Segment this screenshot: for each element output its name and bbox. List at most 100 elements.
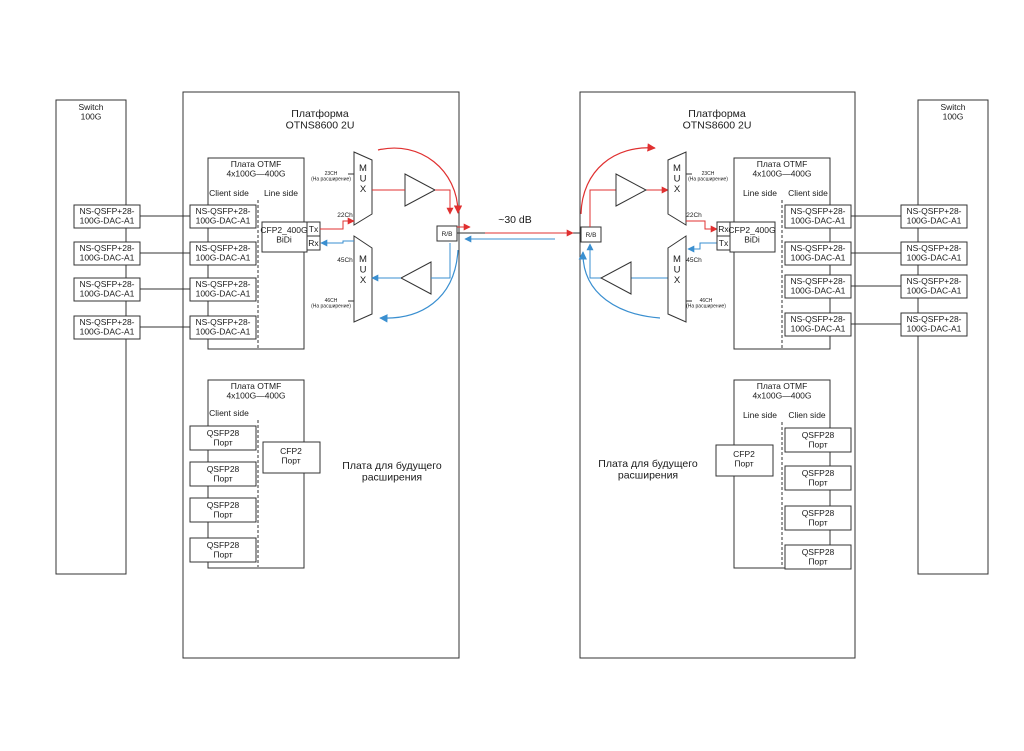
right-cfp2-port: [715, 444, 774, 477]
right-cfp2-bidi-label-line: CFP2_400G: [728, 225, 775, 235]
left-tx-to-mux: [320, 217, 355, 230]
right-cfp2-port-label-line: CFP2: [733, 449, 755, 459]
right-board-dac-3-label: NS-QSFP+28-100G-DAC-A1: [790, 276, 845, 295]
left-tx-label: Tx: [309, 224, 319, 234]
right-board-dac-1-label-line: 100G-DAC-A1: [791, 215, 846, 225]
right-switch-dac-2-label-line: NS-QSFP+28-: [906, 243, 961, 253]
left-cfp2-bidi: [261, 221, 308, 253]
right-board-dac-2-label-line: NS-QSFP+28-: [790, 243, 845, 253]
left-cfp2-port-label-line: CFP2: [280, 446, 302, 456]
right-switch-label-line: 100G: [943, 111, 964, 121]
left-switch-dac-2-label: NS-QSFP+28-100G-DAC-A1: [79, 243, 134, 262]
left-board-1-line-side: Line side: [264, 188, 298, 198]
right-switch-dac-3-label-line: 100G-DAC-A1: [907, 285, 962, 295]
left-expansion-label-line: расширения: [362, 472, 422, 484]
left-rx-port: [306, 235, 321, 251]
left-ch23-label-line: 23CH: [325, 171, 338, 177]
left-mux-upper-label-line: U: [360, 173, 367, 184]
attenuation-label: ~30 dB: [498, 214, 532, 226]
right-qsfp-3: [784, 505, 852, 531]
left-switch-dac-1-label-line: NS-QSFP+28-: [79, 206, 134, 216]
left-mux-lower: [353, 235, 373, 323]
right-mux-to-rx: [686, 220, 718, 233]
left-ch45-label: 45Ch: [337, 257, 353, 264]
left-qsfp-2-label-line: QSFP28: [207, 464, 240, 474]
right-qsfp-2: [784, 465, 852, 491]
left-red-arc: [377, 147, 463, 214]
left-dac-links: NS-QSFP+28-100G-DAC-A1 NS-QSFP+28-100G-D…: [73, 204, 257, 340]
right-rx-label: Rx: [718, 224, 729, 234]
right-board-dac-3-label-line: 100G-DAC-A1: [791, 285, 846, 295]
right-board-2-clien-side: Clien side: [788, 410, 826, 420]
right-board-dac-3-label-line: NS-QSFP+28-: [790, 276, 845, 286]
right-switch-dac-1-label: NS-QSFP+28-100G-DAC-A1: [906, 206, 961, 225]
left-qsfp-3-label-line: Порт: [213, 509, 232, 519]
right-red-path-1: [589, 189, 616, 227]
right-tx-label: Tx: [719, 238, 729, 248]
right-switch-dac-2-label: NS-QSFP+28-100G-DAC-A1: [906, 243, 961, 262]
left-mux-upper: [353, 151, 373, 226]
left-board-dac-1-label: NS-QSFP+28-100G-DAC-A1: [195, 206, 250, 225]
left-board-dac-1-label-line: NS-QSFP+28-: [195, 206, 250, 216]
left-cfp2-port: [262, 441, 321, 474]
left-board-dac-4-label: NS-QSFP+28-100G-DAC-A1: [195, 317, 250, 336]
right-mux-lower-label-line: U: [674, 264, 681, 275]
right-mux-upper-label-line: M: [673, 163, 681, 174]
left-switch-dac-3-label: NS-QSFP+28-100G-DAC-A1: [79, 279, 134, 298]
right-amplifier-tx: [615, 173, 648, 207]
left-board-2-title-line: Плата OTMF: [231, 381, 282, 391]
left-switch-dac-3-label-line: 100G-DAC-A1: [80, 288, 135, 298]
left-board-1-title-line: Плата OTMF: [231, 159, 282, 169]
left-platform-title-line: Платформа: [291, 108, 349, 120]
right-switch-dac-1-label-line: NS-QSFP+28-: [906, 206, 961, 216]
right-switch-dac-2-label-line: 100G-DAC-A1: [907, 252, 962, 262]
right-ch46-label-line: 46CH: [700, 298, 713, 304]
right-blue-arc: [578, 251, 661, 319]
right-board-dac-1-label-line: NS-QSFP+28-: [790, 206, 845, 216]
left-board-dac-3-label: NS-QSFP+28-100G-DAC-A1: [195, 279, 250, 298]
left-mux-upper-label-line: X: [360, 184, 367, 195]
right-ch46-label-line: (На расширение): [686, 304, 726, 310]
left-board-2-client-side: Client side: [209, 408, 249, 418]
right-ch23-label-line: 23CH: [702, 171, 715, 177]
left-cfp2-bidi-label-line: BiDi: [276, 234, 292, 244]
left-switch-label-line: 100G: [81, 111, 102, 121]
right-board-2-title-line: 4x100G—400G: [752, 390, 811, 400]
right-board-1-title-line: Плата OTMF: [757, 159, 808, 169]
right-board-dac-2-label: NS-QSFP+28-100G-DAC-A1: [790, 243, 845, 262]
left-board-dac-4-label-line: 100G-DAC-A1: [196, 326, 251, 336]
left-ch23-label: 23CH(На расширение): [311, 171, 351, 183]
left-mux-lower-label-line: X: [360, 275, 367, 286]
right-amplifier-rx: [599, 261, 632, 295]
right-rb-module: [580, 226, 602, 243]
left-cfp2-bidi-label-line: CFP2_400G: [260, 225, 307, 235]
left-mux-upper-label-line: M: [359, 163, 367, 174]
right-tx-to-mux: [687, 242, 717, 253]
right-qsfp-1-label-line: QSFP28: [802, 430, 835, 440]
left-board-dac-4-label-line: NS-QSFP+28-: [195, 317, 250, 327]
left-ch46-label-line: 46CH: [325, 298, 338, 304]
left-board-dac-2-label-line: 100G-DAC-A1: [196, 252, 251, 262]
right-ch22-label: 22Ch: [686, 212, 702, 219]
right-switch-dac-4-label: NS-QSFP+28-100G-DAC-A1: [906, 314, 961, 333]
left-board-2-title-line: 4x100G—400G: [226, 390, 285, 400]
left-switch-dac-3-label-line: NS-QSFP+28-: [79, 279, 134, 289]
right-platform-title-line: Платформа: [688, 108, 746, 120]
left-switch-label-line: Switch: [78, 102, 103, 112]
left-cfp2-port-label-line: Порт: [281, 455, 300, 465]
right-cfp2-bidi: [729, 221, 776, 253]
right-switch: [917, 99, 989, 575]
right-ch46-label: 46CH(На расширение): [686, 298, 726, 310]
right-switch-dac-4-label-line: 100G-DAC-A1: [907, 323, 962, 333]
left-switch-dac-2-label-line: NS-QSFP+28-: [79, 243, 134, 253]
right-qsfp-1: [784, 427, 852, 453]
